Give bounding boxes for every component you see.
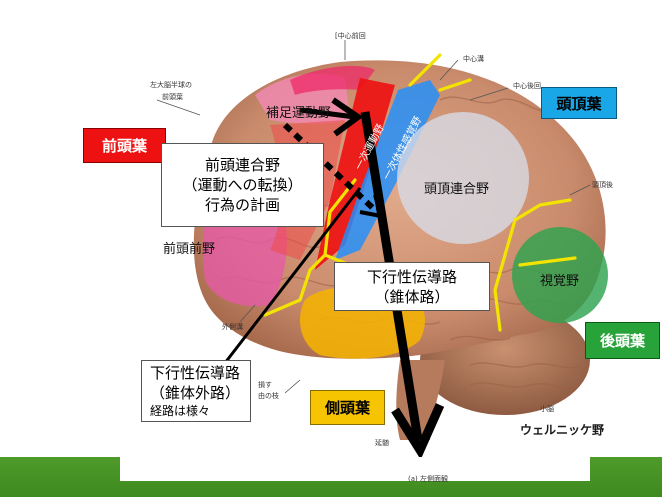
extrapyramidal-tract-callout: 下行性伝導路 （錐体外路） 経路は様々 (141, 360, 251, 422)
callout-line: 行為の計画 (204, 196, 280, 214)
callout-line: 前頭連合野 (204, 156, 280, 174)
footer-bar (0, 457, 662, 497)
temporal-lobe-tag: 側頭葉 (310, 390, 385, 425)
lateral-sulcus-label: 外側溝 (222, 323, 243, 331)
parieto-occipital-label: 頭頂後 (592, 181, 613, 189)
somatosensory-region (335, 80, 440, 260)
pyramidal-tract-callout: 下行性伝導路 （錐体路） (334, 262, 490, 311)
extrapyramidal-line (216, 187, 362, 373)
parietal-lobe-tag: 頭頂葉 (541, 87, 617, 119)
parietal-association-label: 頭頂連合野 (424, 182, 490, 197)
central-sulcus-label: 中心溝 (463, 55, 484, 63)
precentral-gyrus-label: [中心前回 (335, 32, 366, 40)
fragment-label-1: 損す (258, 381, 272, 389)
visual-label: 視覚野 (540, 274, 580, 289)
parietal-association-region (397, 112, 529, 244)
footer-panel (120, 457, 590, 481)
cerebellum-label: 小脳 (540, 405, 554, 413)
supplementary-motor-label: 補足運動野 (266, 106, 332, 121)
fragment-label-2: 由の枝 (258, 392, 279, 400)
figure-caption: (a) 左側面観 (408, 475, 448, 483)
supplementary-upper (290, 65, 375, 95)
prefrontal-label: 前頭前野 (163, 242, 216, 257)
callout-line: （錐体外路） (150, 383, 241, 402)
hemisphere-frontal-label-2: 前頭葉 (162, 93, 183, 101)
callout-line: 下行性伝導路 (366, 267, 457, 286)
callout-line: （錐体路） (374, 287, 450, 306)
callout-line: 下行性伝導路 (150, 363, 241, 382)
wernicke-label: ウェルニッケ野 (520, 423, 605, 437)
pyramidal-arrow-head (391, 403, 445, 460)
arrow-to-motor-head (331, 97, 364, 137)
arrow-to-motor (299, 107, 356, 120)
occipital-lobe-tag: 後頭葉 (585, 322, 660, 359)
postcentral-gyrus-label: 中心後回 (513, 82, 541, 90)
hemisphere-frontal-label-1: 左大脳半球の (150, 81, 192, 89)
leader-lines (156, 40, 591, 394)
dotted-pathway (282, 122, 378, 213)
callout-note: 経路は様々 (150, 403, 211, 418)
frontal-lobe-tag: 前頭葉 (83, 128, 166, 163)
visual-region (512, 227, 608, 323)
prefrontal-association-callout: 前頭連合野 （運動への転換） 行為の計画 (161, 143, 324, 227)
brainstem-label: 延髄 (375, 439, 389, 447)
callout-line: （運動への転換） (182, 176, 303, 194)
